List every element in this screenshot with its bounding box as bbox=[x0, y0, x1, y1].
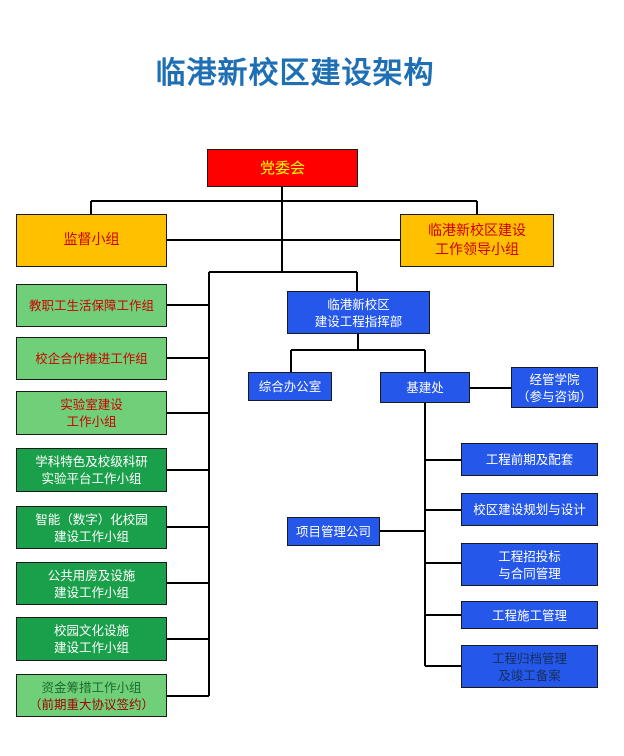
business-school-box-line-1: 经管学院 bbox=[529, 371, 580, 387]
left-group-digital-campus-line-1: 智能（数字）化校园 bbox=[35, 511, 148, 527]
general-office-box-line-1: 综合办公室 bbox=[258, 379, 322, 394]
left-group-staff-welfare: 教职工生活保障工作组 bbox=[16, 284, 167, 327]
leadership-group-box-line-1: 临港新校区建设 bbox=[428, 222, 526, 239]
construction-command-center-box-line-2: 建设工程指挥部 bbox=[314, 313, 403, 329]
page-title: 临港新校区建设架构 bbox=[155, 56, 435, 91]
party-committee-box-line-1: 党委会 bbox=[259, 158, 305, 177]
project-management-company-box-line-1: 项目管理公司 bbox=[295, 524, 371, 539]
infrastructure-office-box: 基建处 bbox=[380, 372, 470, 403]
leadership-group-box: 临港新校区建设工作领导小组 bbox=[400, 214, 554, 267]
left-group-digital-campus-line-2: 建设工作小组 bbox=[53, 528, 129, 544]
subunit-bidding-contracts-line-2: 与合同管理 bbox=[498, 565, 561, 581]
subunit-archive-acceptance: 工程归档管理及竣工备案 bbox=[461, 645, 598, 688]
supervision-group-box-line-1: 监督小组 bbox=[63, 232, 120, 248]
left-group-research-platform-line-2: 实验平台工作小组 bbox=[41, 471, 142, 486]
left-group-enterprise-cooperation-line-1: 校企合作推进工作组 bbox=[35, 351, 148, 366]
left-group-lab-construction-line-1: 实验室建设 bbox=[60, 397, 123, 412]
subunit-campus-planning-design-line-1: 校区建设规划与设计 bbox=[473, 502, 586, 517]
left-group-fundraising: 资金筹措工作小组（前期重大协议签约） bbox=[16, 674, 167, 717]
left-group-digital-campus: 智能（数字）化校园建设工作小组 bbox=[16, 506, 167, 549]
left-group-fundraising-line-1: 资金筹措工作小组 bbox=[41, 679, 142, 695]
leadership-group-box-line-2: 工作领导小组 bbox=[435, 241, 519, 258]
business-school-box: 经管学院（参与咨询） bbox=[511, 367, 598, 408]
left-group-fundraising-line-2: （前期重大协议签约） bbox=[28, 696, 154, 712]
left-group-research-platform: 学科特色及校级科研实验平台工作小组 bbox=[16, 448, 167, 492]
left-group-research-platform-line-1: 学科特色及校级科研 bbox=[35, 454, 148, 469]
subunit-bidding-contracts: 工程招投标与合同管理 bbox=[461, 543, 598, 586]
subunit-campus-planning-design: 校区建设规划与设计 bbox=[461, 493, 598, 526]
construction-command-center-box-line-1: 临港新校区 bbox=[327, 296, 390, 312]
left-group-public-facilities-line-1: 公共用房及设施 bbox=[47, 567, 136, 583]
subunit-construction-management: 工程施工管理 bbox=[461, 601, 598, 629]
left-group-enterprise-cooperation: 校企合作推进工作组 bbox=[16, 337, 167, 380]
party-committee-box: 党委会 bbox=[207, 149, 358, 187]
subunit-project-preparation: 工程前期及配套 bbox=[461, 443, 598, 476]
construction-command-center-box: 临港新校区建设工程指挥部 bbox=[287, 291, 430, 334]
left-group-staff-welfare-line-1: 教职工生活保障工作组 bbox=[28, 298, 154, 313]
general-office-box: 综合办公室 bbox=[248, 372, 332, 401]
left-group-campus-culture: 校园文化设施建设工作小组 bbox=[16, 617, 167, 661]
left-group-lab-construction-line-2: 工作小组 bbox=[66, 414, 117, 429]
subunit-construction-management-line-1: 工程施工管理 bbox=[491, 607, 567, 623]
left-group-lab-construction: 实验室建设工作小组 bbox=[16, 391, 167, 435]
left-group-public-facilities-line-2: 建设工作小组 bbox=[53, 584, 129, 600]
subunit-archive-acceptance-line-2: 及竣工备案 bbox=[498, 667, 561, 683]
project-management-company-box: 项目管理公司 bbox=[287, 517, 380, 546]
infrastructure-office-box-line-1: 基建处 bbox=[406, 380, 444, 395]
left-group-campus-culture-line-2: 建设工作小组 bbox=[53, 640, 129, 655]
left-group-campus-culture-line-1: 校园文化设施 bbox=[53, 623, 129, 638]
subunit-archive-acceptance-line-1: 工程归档管理 bbox=[491, 650, 567, 666]
subunit-bidding-contracts-line-1: 工程招投标 bbox=[498, 548, 561, 564]
subunit-project-preparation-line-1: 工程前期及配套 bbox=[485, 452, 574, 467]
supervision-group-box: 监督小组 bbox=[16, 214, 167, 267]
left-group-public-facilities: 公共用房及设施建设工作小组 bbox=[16, 562, 167, 605]
business-school-box-line-2: （参与咨询） bbox=[516, 388, 592, 404]
